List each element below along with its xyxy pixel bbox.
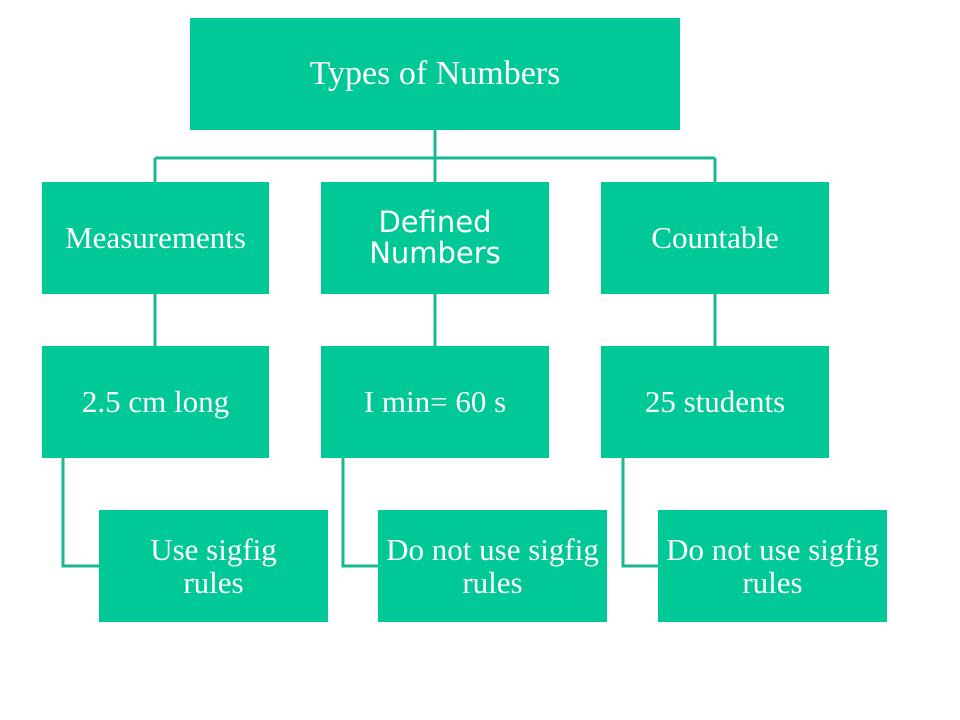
- node-measurements-example-label: 2.5 cm long: [81, 384, 230, 420]
- node-countable-example-label: 25 students: [644, 384, 786, 420]
- root-node: Types of Numbers: [190, 18, 680, 130]
- node-defined-numbers-label: Defined Numbers: [369, 204, 501, 270]
- node-defined-example-label: I min= 60 s: [363, 384, 507, 420]
- node-countable-example: 25 students: [601, 346, 829, 458]
- node-countable-rule-label: Do not use sigfig rules: [666, 531, 879, 600]
- node-countable: Countable: [601, 182, 829, 294]
- connector-countable-rule: [621, 458, 658, 568]
- node-countable-rule: Do not use sigfig rules: [658, 510, 887, 622]
- node-measurements: Measurements: [42, 182, 269, 294]
- node-measurements-rule: Use sigfig rules: [99, 510, 328, 622]
- node-defined-numbers: Defined Numbers: [321, 182, 549, 294]
- root-node-label: Types of Numbers: [309, 54, 561, 92]
- connector-defined-rule: [341, 458, 378, 568]
- node-measurements-rule-label: Use sigfig rules: [150, 531, 277, 600]
- node-measurements-example: 2.5 cm long: [42, 346, 269, 458]
- node-defined-rule-label: Do not use sigfig rules: [386, 531, 599, 600]
- connector-measurements-rule: [61, 458, 99, 568]
- node-defined-rule: Do not use sigfig rules: [378, 510, 607, 622]
- node-countable-label: Countable: [651, 220, 779, 256]
- node-measurements-label: Measurements: [65, 220, 246, 256]
- node-defined-example: I min= 60 s: [321, 346, 549, 458]
